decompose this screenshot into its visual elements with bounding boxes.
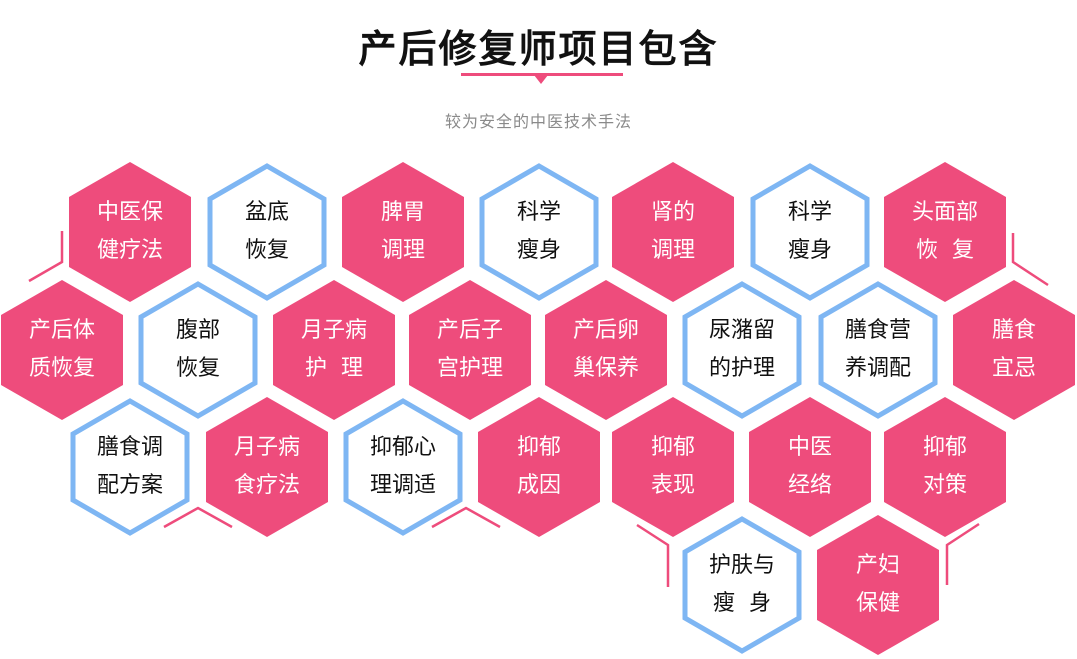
- hexagon-r1c6: 科学 瘦身: [746, 160, 874, 304]
- hexagon-shape: [273, 280, 395, 420]
- hexagon-label: 抑郁心 理调适: [369, 435, 436, 498]
- hexagon-label: 科学 瘦身: [516, 200, 561, 263]
- hexagon-label: 尿潴留 的护理: [708, 318, 775, 381]
- hexagon-shape: [750, 163, 870, 301]
- deco-line-bottom-4: [945, 522, 980, 585]
- hexagon-shape: [884, 397, 1006, 537]
- hexagon-r1c1: 中医保 健疗法: [66, 160, 194, 304]
- hexagon-label: 头面部 恢 复: [911, 200, 978, 263]
- hexagon-label: 护肤与 瘦 身: [708, 553, 775, 616]
- hexagon-shape: [342, 162, 464, 302]
- hexagon-r2c5: 产后卵 巢保养: [542, 278, 670, 422]
- hexagon-r1c3: 脾胃 调理: [339, 160, 467, 304]
- hexagon-label: 月子病 护 理: [300, 318, 367, 381]
- hexagon-shape: [69, 162, 191, 302]
- hexagon-shape: [207, 163, 327, 301]
- hexagon-label: 产后子 宫护理: [436, 318, 503, 381]
- hexagon-label: 产后卵 巢保养: [572, 318, 639, 381]
- hexagon-r3c6: 中医 经络: [746, 395, 874, 539]
- hexagon-r2c1: 产后体 质恢复: [0, 278, 126, 422]
- hexagon-r2c2: 腹部 恢复: [134, 278, 262, 422]
- hexagon-label: 中医保 健疗法: [96, 200, 163, 263]
- hexagon-label: 科学 瘦身: [787, 200, 832, 263]
- hexagon-shape: [409, 280, 531, 420]
- hexagon-r1c4: 科学 瘦身: [475, 160, 603, 304]
- deco-line-left: [28, 231, 64, 283]
- hexagon-r1c7: 头面部 恢 复: [881, 160, 1009, 304]
- hexagon-shape: [1, 280, 123, 420]
- hexagon-r2c4: 产后子 宫护理: [406, 278, 534, 422]
- hexagon-shape: [682, 516, 802, 654]
- hexagon-r2c6: 尿潴留 的护理: [678, 278, 806, 422]
- hexagon-shape: [682, 281, 802, 419]
- hexagon-r3c7: 抑郁 对策: [881, 395, 1009, 539]
- hexagon-shape: [884, 162, 1006, 302]
- deco-line-bottom-3: [636, 523, 670, 587]
- hexagon-label: 产妇 保健: [855, 553, 900, 616]
- hexagon-label: 抑郁 表现: [650, 435, 695, 498]
- hexagon-r1c5: 肾的 调理: [609, 160, 737, 304]
- hexagon-shape: [817, 515, 939, 655]
- hexagon-shape: [478, 397, 600, 537]
- hexagon-r2c7: 膳食营 养调配: [814, 278, 942, 422]
- hexagon-r3c5: 抑郁 表现: [609, 395, 737, 539]
- hexagon-shape: [206, 397, 328, 537]
- hexagon-label: 膳食调 配方案: [96, 435, 163, 498]
- hexagon-shape: [343, 398, 463, 536]
- hexagon-shape: [545, 280, 667, 420]
- hexagon-r2c8: 膳食 宜忌: [950, 278, 1077, 422]
- deco-line-bottom-2: [431, 506, 501, 529]
- hexagon-label: 腹部 恢复: [175, 318, 220, 381]
- hexagon-label: 产后体 质恢复: [28, 318, 95, 381]
- hexagon-r3c1: 膳食调 配方案: [66, 395, 194, 539]
- hexagon-r4c1: 护肤与 瘦 身: [678, 513, 806, 657]
- hexagon-label: 月子病 食疗法: [233, 435, 300, 498]
- hexagon-r4c2: 产妇 保健: [814, 513, 942, 657]
- title-caret-icon: [534, 75, 548, 84]
- hexagon-label: 膳食营 养调配: [844, 318, 911, 381]
- hexagon-shape: [479, 163, 599, 301]
- page-title: 产后修复师项目包含: [358, 27, 719, 71]
- hexagon-shape: [70, 398, 190, 536]
- hexagon-label: 膳食 宜忌: [991, 318, 1036, 381]
- hexagon-label: 中医 经络: [787, 435, 832, 498]
- hexagon-r1c2: 盆底 恢复: [203, 160, 331, 304]
- hexagon-label: 抑郁 对策: [922, 435, 967, 498]
- hexagon-label: 肾的 调理: [650, 200, 695, 263]
- title-underline: [461, 73, 623, 76]
- page-subtitle: 较为安全的中医技术手法: [444, 112, 632, 131]
- hexagon-shape: [612, 162, 734, 302]
- hexagon-shape: [818, 281, 938, 419]
- hexagon-shape: [138, 281, 258, 419]
- hexagon-label: 抑郁 成因: [516, 435, 561, 498]
- deco-line-right: [1011, 233, 1049, 287]
- hexagon-label: 盆底 恢复: [244, 200, 289, 263]
- hexagon-shape: [749, 397, 871, 537]
- hexagon-label: 脾胃 调理: [380, 200, 425, 263]
- hexagon-shape: [612, 397, 734, 537]
- hexagon-r3c3: 抑郁心 理调适: [339, 395, 467, 539]
- hexagon-r3c2: 月子病 食疗法: [203, 395, 331, 539]
- hexagon-r2c3: 月子病 护 理: [270, 278, 398, 422]
- deco-line-bottom-1: [163, 506, 233, 529]
- hexagon-r3c4: 抑郁 成因: [475, 395, 603, 539]
- hexagon-shape: [953, 280, 1075, 420]
